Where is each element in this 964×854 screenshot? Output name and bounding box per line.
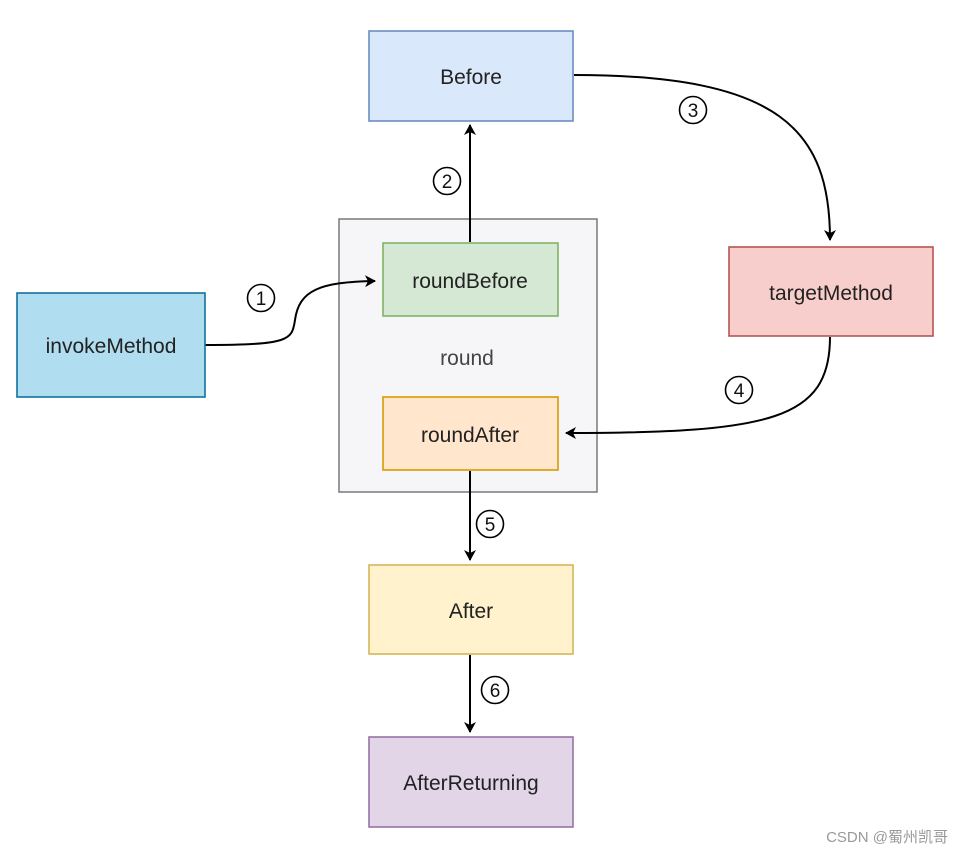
node-round-after-label: roundAfter [421, 424, 519, 447]
edges [204, 74, 836, 733]
node-invoke-method-label: invokeMethod [46, 335, 177, 358]
step-5-marker: 5 [475, 509, 505, 539]
round-group-label: round [440, 347, 494, 370]
step-6-marker: 6 [480, 675, 510, 705]
edge-before-to-targetmethod [573, 74, 836, 241]
step-markers: 1 2 3 4 5 6 [246, 95, 754, 705]
node-before-label: Before [440, 66, 502, 89]
watermark: CSDN @蜀州凯哥 [826, 829, 948, 846]
node-after-label: After [449, 600, 493, 623]
step-5-label: 5 [485, 515, 496, 536]
node-invoke-method: invokeMethod [16, 292, 206, 398]
node-target-method: targetMethod [728, 246, 934, 337]
node-after-returning: AfterReturning [368, 736, 574, 828]
edge-targetmethod-to-roundafter [565, 336, 831, 439]
node-round-before: roundBefore [382, 242, 559, 317]
step-2-label: 2 [442, 172, 453, 193]
step-4-label: 4 [734, 381, 745, 402]
step-2-marker: 2 [432, 166, 462, 196]
node-round-before-label: roundBefore [412, 270, 528, 293]
step-6-label: 6 [490, 681, 501, 702]
node-before: Before [368, 30, 574, 122]
step-3-label: 3 [688, 101, 699, 122]
node-after-returning-label: AfterReturning [403, 772, 538, 795]
step-1-marker: 1 [246, 283, 276, 313]
step-4-marker: 4 [724, 375, 754, 405]
node-after: After [368, 564, 574, 655]
node-round-after: roundAfter [382, 396, 559, 471]
edge-invoke-to-roundbefore [204, 275, 376, 346]
node-target-method-label: targetMethod [769, 282, 893, 305]
step-1-label: 1 [256, 289, 267, 310]
step-3-marker: 3 [678, 95, 708, 125]
